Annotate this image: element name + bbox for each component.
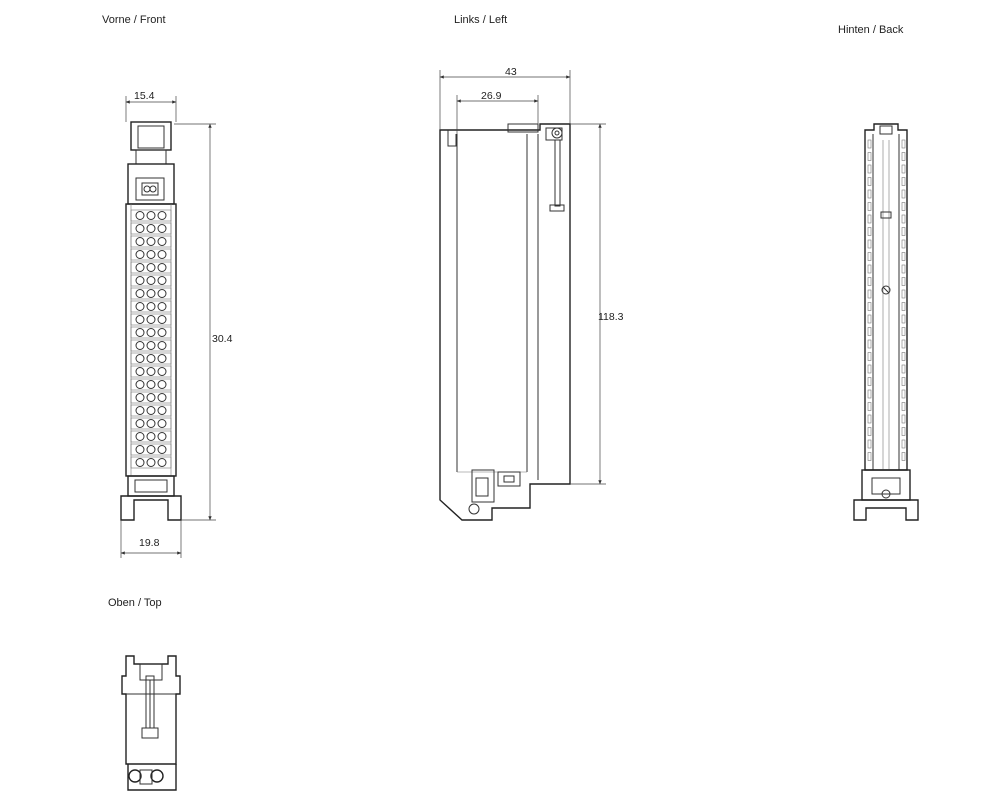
back-slot (901, 177, 906, 186)
back-slot (901, 339, 906, 349)
back-slot (901, 302, 906, 311)
terminal-row (130, 378, 172, 391)
back-slot (867, 414, 872, 424)
back-slot (901, 427, 906, 436)
back-view-title: Hinten / Back (838, 24, 904, 36)
back-slot (901, 314, 906, 324)
terminal-row (130, 235, 172, 248)
back-slot (901, 277, 906, 286)
terminal-row (130, 287, 172, 300)
terminal-row (130, 417, 172, 430)
terminal-row (130, 391, 172, 404)
terminal-rows (130, 209, 172, 469)
back-slot (867, 277, 872, 286)
terminal-row (130, 456, 172, 469)
back-slot (901, 452, 906, 461)
back-slot (867, 139, 872, 149)
terminal-row (130, 222, 172, 235)
front-view: 15.4 30.4 19.8 (120, 90, 233, 558)
back-slot (901, 152, 906, 161)
front-bottom-width-label: 19.8 (139, 537, 160, 549)
back-slot (867, 314, 872, 324)
back-slot (901, 239, 906, 249)
back-slot (901, 189, 906, 199)
back-slot (867, 164, 872, 174)
back-slot (867, 452, 872, 461)
back-slot (867, 252, 872, 261)
terminal-row (130, 352, 172, 365)
top-view (121, 655, 181, 791)
back-slot (901, 202, 906, 211)
back-slot (867, 352, 872, 361)
terminal-row (130, 209, 172, 222)
back-slot (901, 139, 906, 149)
back-slot (901, 214, 906, 224)
front-view-title: Vorne / Front (102, 14, 166, 26)
back-slot (901, 364, 906, 374)
back-slot (867, 227, 872, 236)
left-view-title: Links / Left (454, 14, 507, 26)
back-slot (867, 339, 872, 349)
back-slot (867, 152, 872, 161)
left-height-label: 118.3 (598, 311, 624, 323)
terminal-row (130, 326, 172, 339)
terminal-row (130, 365, 172, 378)
back-slot (867, 239, 872, 249)
back-slot (867, 402, 872, 411)
back-slot (867, 302, 872, 311)
back-slot (867, 189, 872, 199)
left-view: 43 26.9 118.3 (439, 66, 624, 521)
terminal-row (130, 248, 172, 261)
back-slot (901, 227, 906, 236)
left-total-depth-label: 43 (505, 66, 517, 78)
terminal-row (130, 300, 172, 313)
back-slot (901, 264, 906, 274)
back-slot (867, 202, 872, 211)
back-slot (901, 402, 906, 411)
back-slot (867, 364, 872, 374)
back-slot (901, 252, 906, 261)
back-slot (867, 427, 872, 436)
top-view-title: Oben / Top (108, 597, 162, 609)
back-slot (867, 327, 872, 336)
back-slot (867, 264, 872, 274)
terminal-row (130, 404, 172, 417)
terminal-row (130, 430, 172, 443)
back-slot (901, 377, 906, 386)
terminal-row (130, 443, 172, 456)
back-slot (901, 289, 906, 299)
front-top-width-label: 15.4 (134, 90, 155, 102)
terminal-row (130, 313, 172, 326)
back-slot (901, 327, 906, 336)
left-inner-depth-label: 26.9 (481, 90, 502, 102)
terminal-row (130, 261, 172, 274)
back-slot (901, 439, 906, 449)
back-view (853, 123, 919, 521)
back-slot (867, 289, 872, 299)
back-slot (901, 352, 906, 361)
back-slot-columns (867, 139, 906, 461)
terminal-row (130, 274, 172, 287)
back-slot (867, 214, 872, 224)
back-slot (901, 414, 906, 424)
back-slot (901, 164, 906, 174)
back-slot (867, 377, 872, 386)
back-slot (867, 439, 872, 449)
back-slot (867, 177, 872, 186)
back-slot (901, 389, 906, 399)
back-slot (867, 389, 872, 399)
terminal-row (130, 339, 172, 352)
front-height-label: 30.4 (212, 333, 233, 345)
